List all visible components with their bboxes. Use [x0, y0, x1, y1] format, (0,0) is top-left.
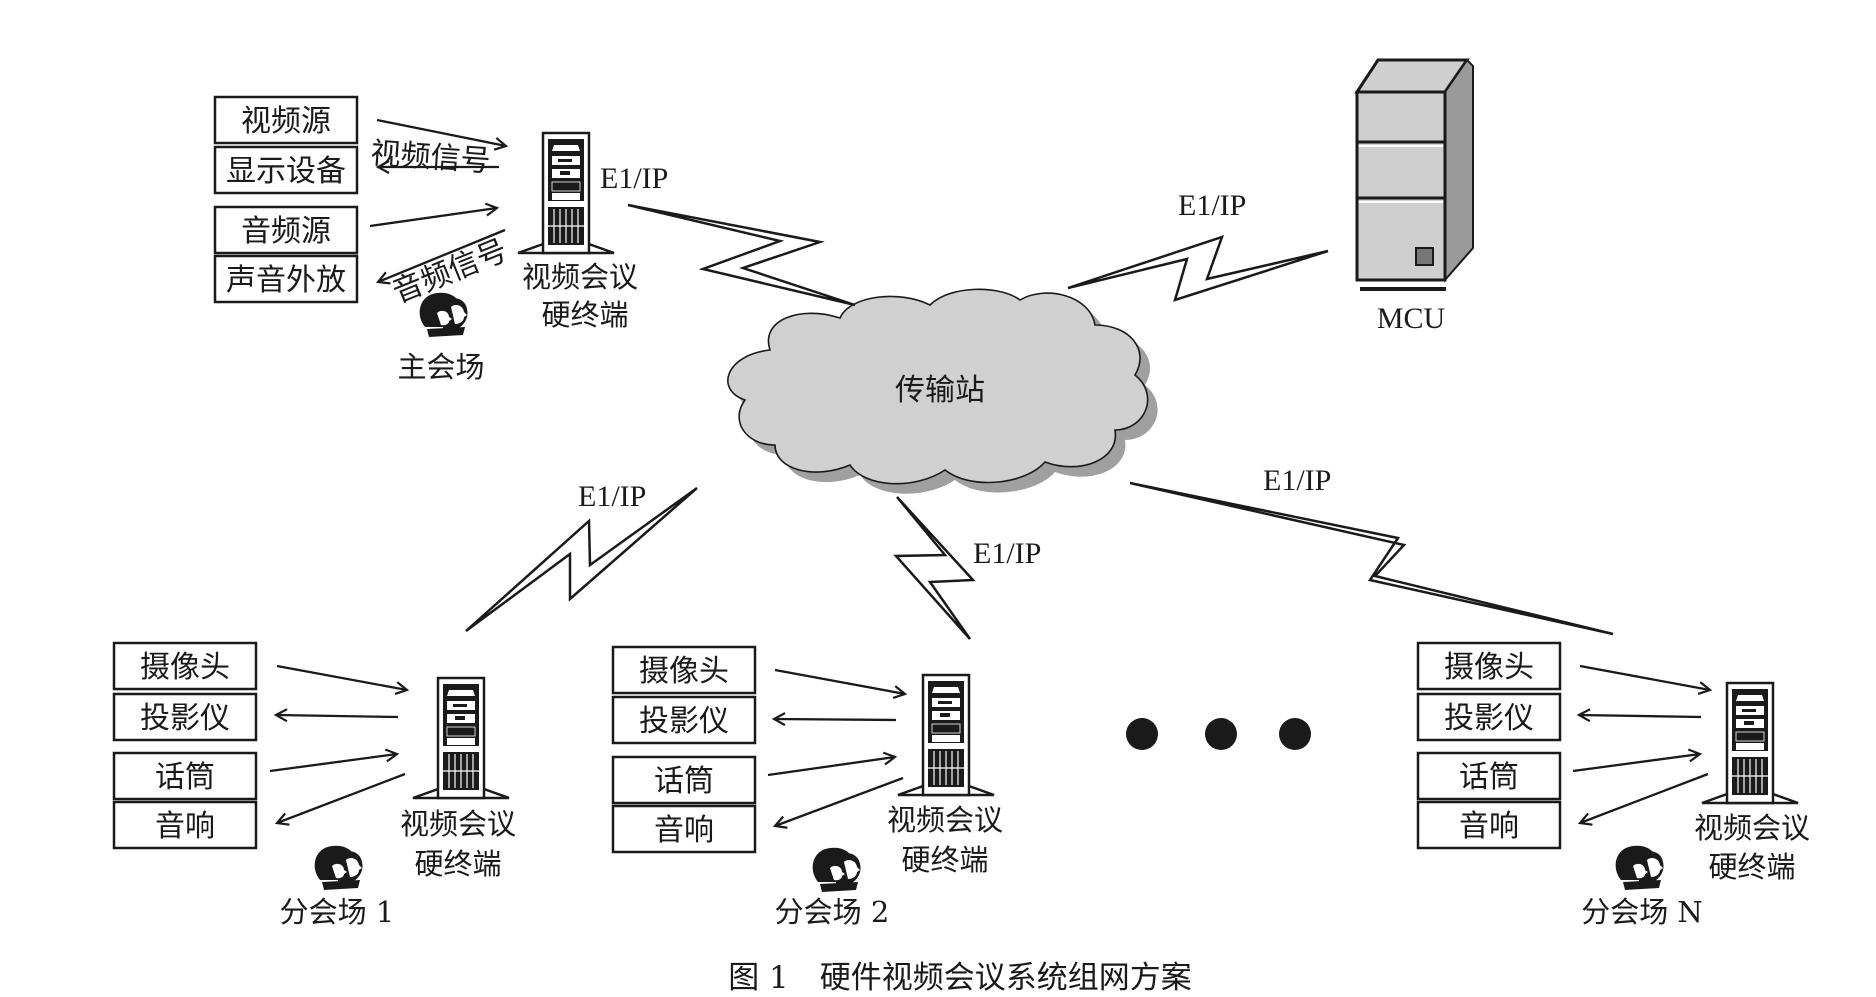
terminal-label-line1: 视频会议 [522, 260, 638, 294]
device-label: 摄像头 [140, 650, 230, 685]
device-label: 音响 [654, 813, 714, 848]
device-box-camera [1416, 641, 1562, 691]
terminal-server-icon [1700, 681, 1800, 805]
mcu-indicator [1415, 247, 1434, 266]
device-label: 音频源 [241, 214, 331, 249]
branch-site-1: 摄像头 投影仪 话筒 音响 视频会议 硬终端 分会场 1 [112, 641, 516, 929]
video-signal-label: 视频信号 [369, 136, 491, 179]
device-label: 声音外放 [226, 263, 346, 298]
link-bolt-site2 [893, 496, 976, 640]
ellipsis-dot [1205, 718, 1237, 750]
link-bolt-siteN [1129, 481, 1614, 636]
arrow-mic-in [1572, 754, 1700, 773]
link-bolt-site1 [465, 486, 698, 633]
terminal-label-line1: 视频会议 [400, 807, 516, 841]
terminal-label-line1: 视频会议 [1694, 811, 1810, 845]
mcu-label: MCU [1377, 302, 1446, 335]
main-device-list [213, 95, 359, 304]
arrow-video-in [376, 118, 506, 146]
link-label-siteN: E1/IP [1263, 464, 1331, 497]
branch-site-2: 摄像头 投影仪 话筒 音响 视频会议 硬终端 分会场 2 [611, 645, 1003, 929]
arrow-camera-in [276, 664, 407, 690]
device-box-speaker [611, 804, 757, 854]
branch-site-name: 分会场 1 [280, 895, 395, 929]
branch-site-n: 摄像头 投影仪 话筒 音响 视频会议 硬终端 分会场 N [1416, 641, 1810, 929]
device-box-speaker [213, 254, 359, 304]
mcu-server: MCU [1354, 58, 1474, 335]
device-label: 话筒 [1459, 760, 1519, 795]
terminal-label-line2: 硬终端 [414, 847, 501, 881]
device-box-projector [112, 692, 258, 742]
more-sites-ellipsis [1126, 718, 1311, 750]
arrow-speaker-out [1580, 772, 1709, 823]
link-bolt-main [627, 203, 856, 307]
hub-label: 传输站 [895, 373, 985, 408]
transmission-station-cloud: 传输站 [727, 288, 1158, 494]
device-box-microphone [112, 751, 258, 801]
link-label-main: E1/IP [600, 162, 668, 195]
device-label: 音响 [1459, 809, 1519, 844]
device-box-camera [112, 641, 258, 691]
device-label: 话筒 [155, 760, 215, 795]
terminal-label-line1: 视频会议 [887, 803, 1003, 837]
branch-site-name: 分会场 N [1581, 895, 1703, 929]
arrow-speaker-out [277, 772, 406, 823]
device-label: 显示设备 [226, 154, 346, 189]
link-label-mcu: E1/IP [1178, 189, 1246, 222]
device-box-display [213, 145, 359, 195]
arrow-audio-out [378, 228, 506, 282]
device-label: 摄像头 [1444, 650, 1534, 685]
device-label: 摄像头 [639, 654, 729, 689]
arrow-mic-in [269, 754, 397, 773]
arrow-audio-in [369, 208, 497, 228]
terminal-label-line2: 硬终端 [541, 298, 628, 332]
ellipsis-dot [1126, 718, 1158, 750]
arrow-mic-in [767, 757, 895, 777]
terminal-server-icon [896, 673, 996, 797]
people-icon [419, 292, 468, 337]
terminal-label-line2: 硬终端 [1708, 850, 1795, 884]
device-box-audio-source [213, 205, 359, 255]
arrow-camera-in [1579, 664, 1710, 690]
terminal-server-icon [411, 676, 511, 800]
device-box-speaker [1416, 800, 1562, 850]
main-site-name: 主会场 [397, 350, 484, 384]
cloud-body [727, 288, 1149, 485]
device-label: 话筒 [654, 764, 714, 799]
arrow-speaker-out [775, 776, 904, 826]
device-label: 音响 [155, 809, 215, 844]
arrow-projector-out [276, 715, 399, 717]
device-box-video-source [213, 95, 359, 145]
ellipsis-dot [1279, 718, 1311, 750]
link-label-site1: E1/IP [578, 480, 646, 513]
people-icon [812, 847, 861, 892]
device-box-camera [611, 645, 757, 695]
terminal-label-line2: 硬终端 [901, 843, 988, 877]
arrow-projector-out [774, 719, 897, 720]
device-label: 投影仪 [639, 704, 729, 739]
device-box-projector [611, 695, 757, 745]
device-box-microphone [611, 755, 757, 805]
device-label: 投影仪 [1444, 701, 1534, 736]
people-icon [314, 845, 363, 890]
link-label-site2: E1/IP [973, 537, 1041, 570]
device-label: 视频源 [241, 104, 331, 139]
device-box-microphone [1416, 751, 1562, 801]
people-icon [1615, 845, 1664, 890]
figure-caption: 图 1 硬件视频会议系统组网方案 [728, 960, 1192, 996]
link-bolt-mcu [1067, 235, 1329, 302]
device-label: 投影仪 [140, 701, 230, 736]
device-box-speaker [112, 800, 258, 850]
device-box-projector [1416, 692, 1562, 742]
branch-site-name: 分会场 2 [775, 895, 890, 929]
main-site: 视频源 显示设备 音频源 声音外放 视频信号 音频信号 视频会议 硬终端 主会场 [213, 95, 638, 384]
arrow-camera-in [774, 668, 905, 694]
arrow-projector-out [1579, 715, 1702, 717]
mcu-side [1444, 58, 1474, 283]
